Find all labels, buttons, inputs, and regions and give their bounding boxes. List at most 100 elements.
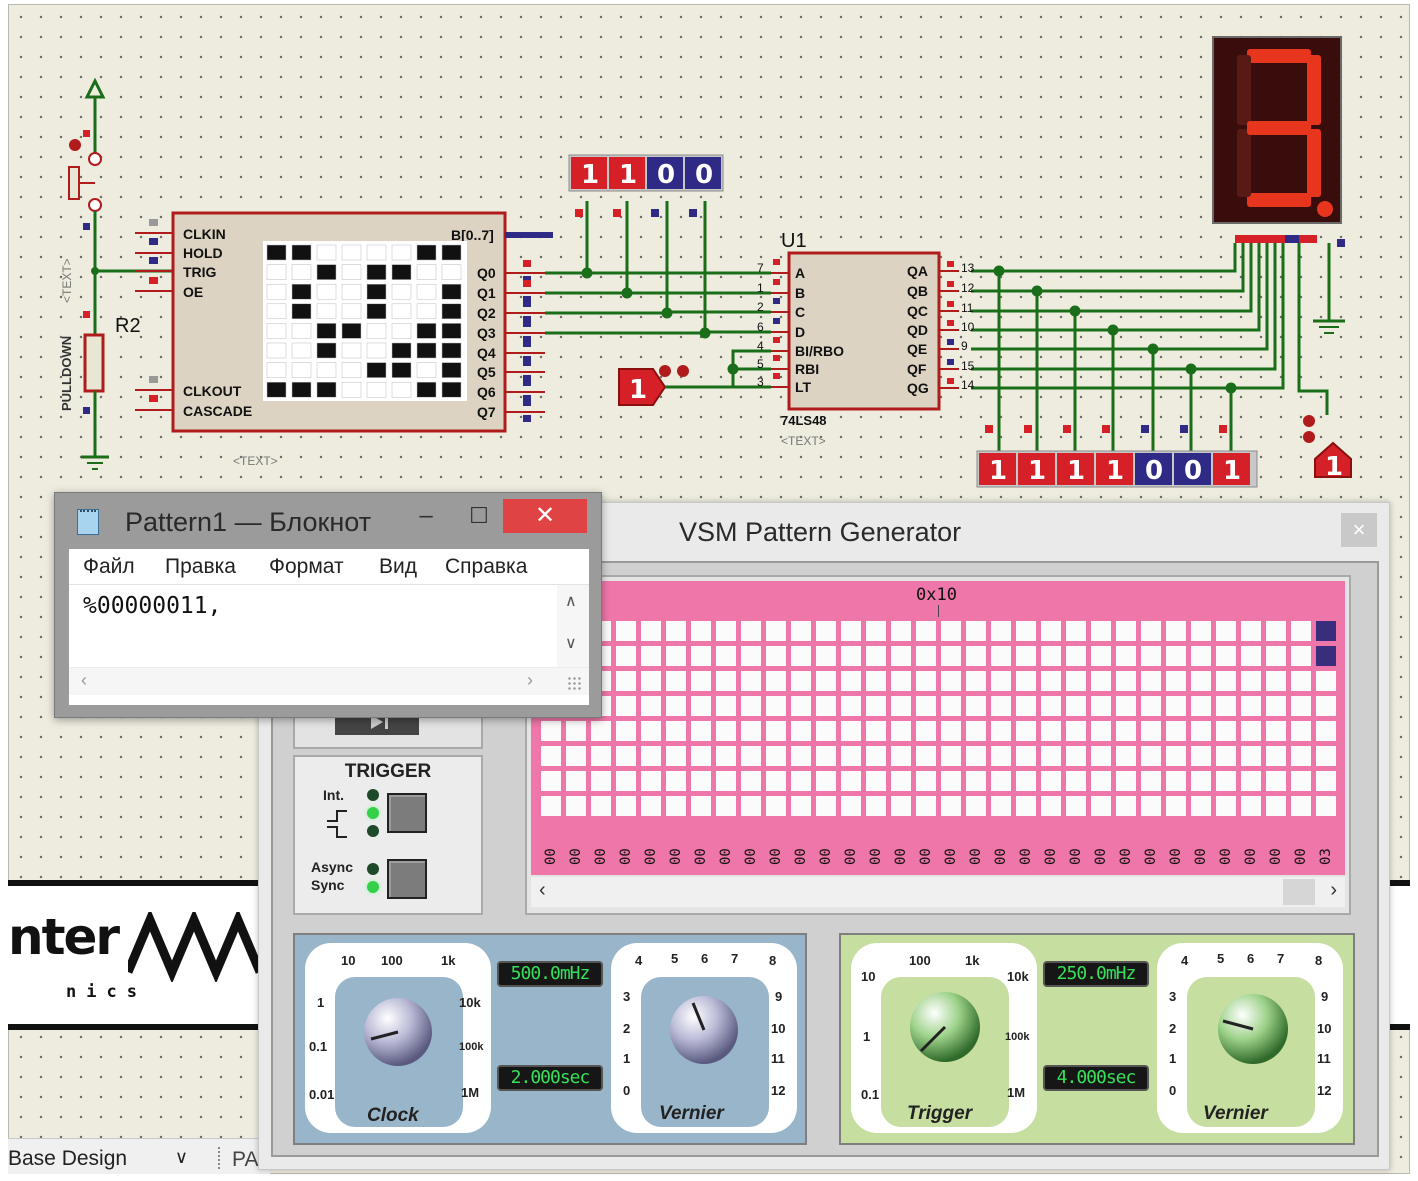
bit-cell[interactable]: [1166, 671, 1186, 691]
bit-cell[interactable]: [616, 671, 636, 691]
bit-cell[interactable]: [1316, 771, 1336, 791]
bit-cell[interactable]: [1191, 696, 1211, 716]
bit-cell[interactable]: [641, 796, 661, 816]
bit-cell[interactable]: [916, 746, 936, 766]
tab-pa[interactable]: PA: [218, 1147, 258, 1172]
bit-cell[interactable]: [691, 796, 711, 816]
bit-cell[interactable]: [691, 646, 711, 666]
bit-cell[interactable]: [666, 646, 686, 666]
bit-cell[interactable]: [941, 771, 961, 791]
bit-cell[interactable]: [1066, 621, 1086, 641]
bit-cell[interactable]: [916, 696, 936, 716]
bit-cell[interactable]: [1216, 721, 1236, 741]
bit-cell[interactable]: [641, 621, 661, 641]
bit-cell[interactable]: [1116, 646, 1136, 666]
bit-cell[interactable]: [941, 696, 961, 716]
bit-cell[interactable]: [1166, 696, 1186, 716]
close-button[interactable]: ×: [1341, 513, 1377, 547]
bit-cell[interactable]: [941, 671, 961, 691]
bit-cell[interactable]: [766, 796, 786, 816]
bit-cell[interactable]: [1041, 721, 1061, 741]
bit-cell[interactable]: [1266, 721, 1286, 741]
bit-cell[interactable]: [1241, 796, 1261, 816]
bit-cell[interactable]: [916, 721, 936, 741]
bit-cell[interactable]: [816, 646, 836, 666]
bit-cell[interactable]: [1316, 696, 1336, 716]
clock-range-knob[interactable]: [363, 997, 433, 1067]
bit-cell[interactable]: [991, 746, 1011, 766]
bit-cell[interactable]: [616, 771, 636, 791]
bit-cell[interactable]: [716, 671, 736, 691]
bit-cell[interactable]: [1291, 646, 1311, 666]
bit-cell[interactable]: [791, 796, 811, 816]
bit-cell[interactable]: [1291, 621, 1311, 641]
output-probe-5[interactable]: [1174, 453, 1211, 485]
bit-cell[interactable]: [1041, 621, 1061, 641]
grid-horizontal-scrollbar[interactable]: ‹ ›: [531, 877, 1345, 907]
bit-cell[interactable]: [566, 796, 586, 816]
output-probe-4[interactable]: [1135, 453, 1172, 485]
bit-cell[interactable]: [791, 771, 811, 791]
close-button[interactable]: ✕: [503, 499, 587, 533]
bit-cell[interactable]: [1266, 646, 1286, 666]
bit-cell[interactable]: [691, 671, 711, 691]
bit-cell[interactable]: [1291, 746, 1311, 766]
probe-2[interactable]: [647, 157, 683, 189]
scroll-thumb[interactable]: [1283, 879, 1315, 905]
bit-cell[interactable]: [791, 721, 811, 741]
bit-cell[interactable]: [541, 771, 561, 791]
bit-cell[interactable]: [841, 721, 861, 741]
bit-cell[interactable]: [1266, 696, 1286, 716]
menu-file[interactable]: Файл: [83, 555, 135, 578]
schematic-drawing[interactable]: R2 PULLDOWN <TEXT>: [9, 5, 1411, 1175]
bit-cell[interactable]: [1266, 671, 1286, 691]
bit-cell[interactable]: [1291, 671, 1311, 691]
bit-cell[interactable]: [966, 721, 986, 741]
bit-cell[interactable]: [991, 671, 1011, 691]
output-probe-2[interactable]: [1057, 453, 1094, 485]
bit-cell[interactable]: [716, 721, 736, 741]
bit-cell[interactable]: [1241, 746, 1261, 766]
bit-cell[interactable]: [591, 771, 611, 791]
bit-cell[interactable]: [741, 621, 761, 641]
bit-cell[interactable]: [766, 671, 786, 691]
notepad-text-area[interactable]: %00000011, ∧ ∨ ‹ ›: [69, 585, 589, 705]
bit-cell[interactable]: [841, 746, 861, 766]
bit-cell[interactable]: [841, 646, 861, 666]
output-probe-0[interactable]: [979, 453, 1016, 485]
bit-cell[interactable]: [841, 796, 861, 816]
bit-cell[interactable]: [1041, 696, 1061, 716]
bit-cell[interactable]: [1191, 721, 1211, 741]
bit-cell[interactable]: [891, 696, 911, 716]
bit-cell[interactable]: [891, 746, 911, 766]
bit-cell[interactable]: [1166, 646, 1186, 666]
bit-cell[interactable]: [1291, 771, 1311, 791]
bit-cell[interactable]: [916, 771, 936, 791]
bit-cell[interactable]: [1066, 796, 1086, 816]
bit-cell[interactable]: [741, 671, 761, 691]
bit-cell[interactable]: [1091, 796, 1111, 816]
bit-cell[interactable]: [1091, 746, 1111, 766]
bit-cell[interactable]: [1216, 696, 1236, 716]
bit-cell[interactable]: [966, 746, 986, 766]
scroll-left-icon[interactable]: ‹: [81, 670, 87, 690]
scroll-up-icon[interactable]: ∧: [565, 593, 577, 610]
bit-cell[interactable]: [716, 646, 736, 666]
bit-cell[interactable]: [966, 771, 986, 791]
bit-cell[interactable]: [891, 621, 911, 641]
bit-cell[interactable]: [1041, 646, 1061, 666]
bit-cell[interactable]: [941, 796, 961, 816]
bit-cell[interactable]: [1241, 671, 1261, 691]
bit-cell[interactable]: [1166, 796, 1186, 816]
bit-cell[interactable]: [866, 746, 886, 766]
bit-cell[interactable]: [1191, 646, 1211, 666]
bit-cell[interactable]: [691, 771, 711, 791]
bit-cell[interactable]: [991, 771, 1011, 791]
bit-cell[interactable]: [891, 771, 911, 791]
bit-cell[interactable]: [741, 696, 761, 716]
bit-cell[interactable]: [1141, 721, 1161, 741]
bit-cell[interactable]: [1016, 671, 1036, 691]
bit-cell[interactable]: [1066, 746, 1086, 766]
